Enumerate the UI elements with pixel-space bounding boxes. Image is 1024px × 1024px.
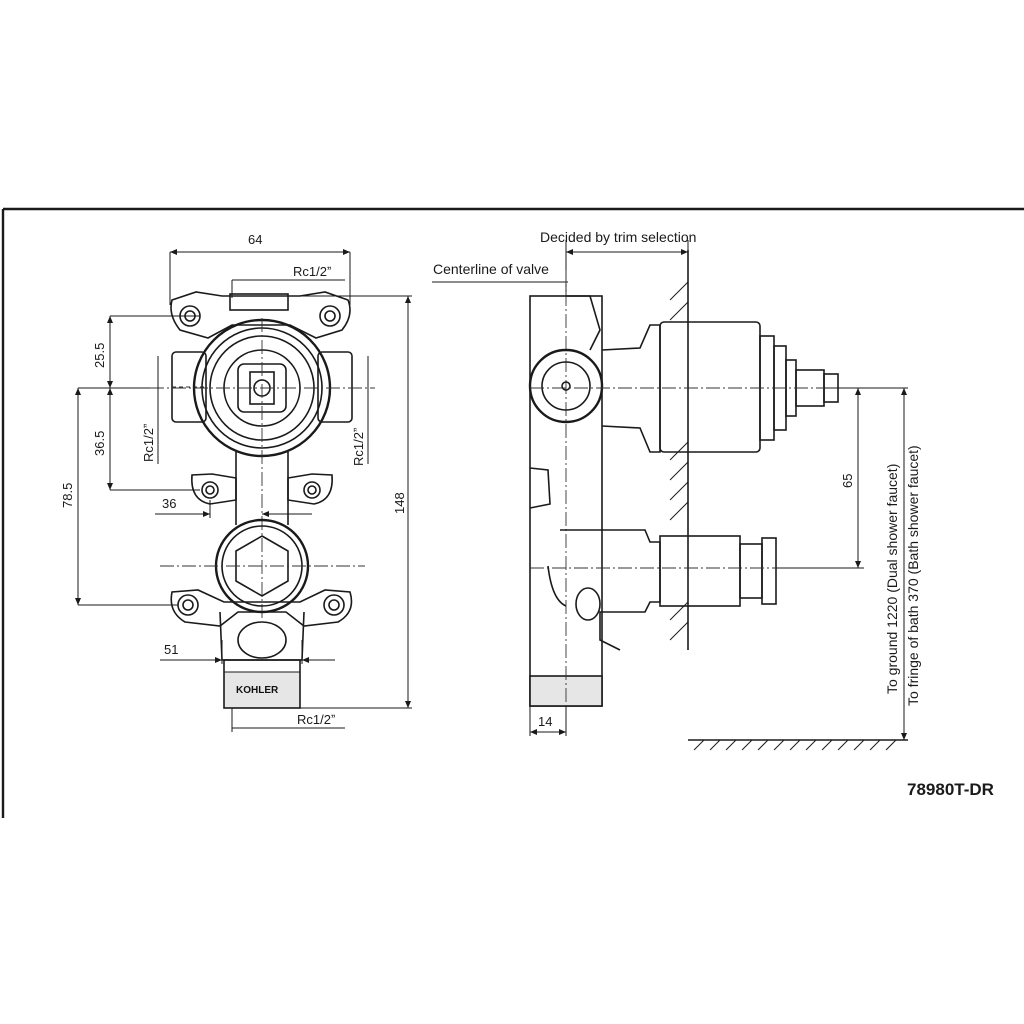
dim-top-thread-label: Rc1/2ˮ	[293, 264, 331, 279]
dim-width-label: 64	[248, 232, 262, 247]
dim-mount-spacing-label: 36	[162, 496, 176, 511]
dim-outlet-width-label: 51	[164, 642, 178, 657]
front-view: 64 Rc1/2ˮ	[60, 232, 412, 732]
model-number: 78980T-DR	[907, 780, 994, 799]
note-ground-height: To ground 1220 (Dual shower faucet)	[884, 464, 900, 694]
wall-hatch	[669, 250, 689, 650]
dim-right-thread-label: Rc1/2ˮ	[351, 428, 366, 466]
ground-line	[688, 739, 908, 751]
dim-bottom-thread-label: Rc1/2ˮ	[297, 712, 335, 727]
note-centerline: Centerline of valve	[433, 261, 549, 277]
dim-depth-label: 14	[538, 714, 552, 729]
dim-lower-offset-label: 78.5	[60, 483, 75, 508]
dim-upper-offset-label: 25.5	[92, 343, 107, 368]
note-bath-height: To fringe of bath 370 (Bath shower fauce…	[905, 445, 921, 706]
dim-total-height-label: 148	[392, 492, 407, 514]
brand-mark: KOHLER	[236, 685, 279, 696]
dim-stem-spacing-label: 65	[840, 474, 855, 488]
drawing-frame	[1, 207, 1024, 818]
side-view: Decided by trim selection Centerline of …	[432, 229, 921, 751]
dim-mid-offset-label: 36.5	[92, 431, 107, 456]
dim-left-thread-label: Rc1/2ˮ	[141, 424, 156, 462]
note-trim-selection: Decided by trim selection	[540, 229, 696, 245]
